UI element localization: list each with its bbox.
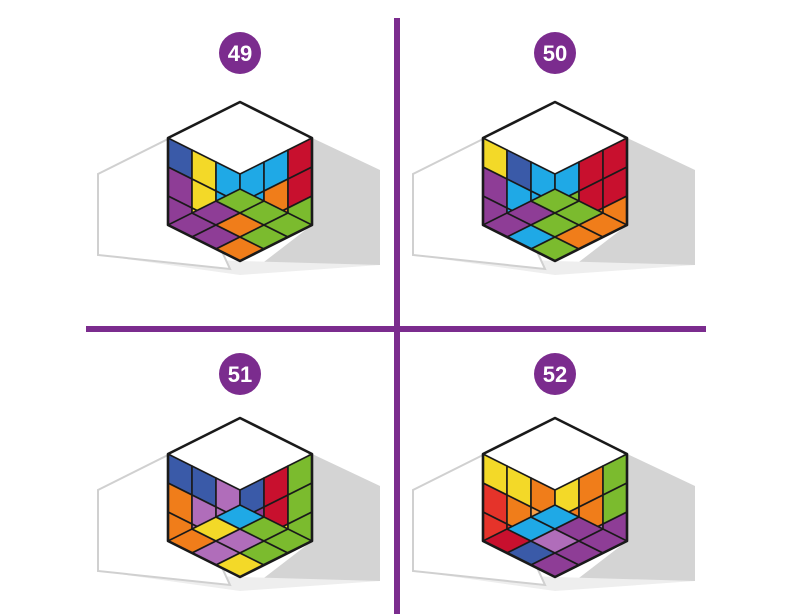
shadow-right-wall — [260, 452, 380, 581]
shadow-right-wall — [260, 136, 380, 265]
puzzle-number-badge — [219, 353, 261, 395]
puzzle-number-badge — [534, 353, 576, 395]
cube-outline — [166, 100, 314, 263]
puzzle-51: 51 — [97, 353, 380, 591]
puzzle-number-badge — [219, 32, 261, 74]
puzzle-number-label: 49 — [228, 41, 252, 66]
puzzle-49: 49 — [97, 32, 380, 275]
puzzle-number-badge — [534, 32, 576, 74]
puzzle-52: 52 — [412, 353, 695, 591]
shadow-right-wall — [575, 452, 695, 581]
shadow-right-wall — [575, 136, 695, 265]
puzzle-number-label: 51 — [228, 362, 252, 387]
puzzle-50: 50 — [412, 32, 695, 275]
cube-outline — [481, 100, 629, 263]
cube-outline — [166, 416, 314, 579]
cube-outline — [481, 416, 629, 579]
puzzle-number-label: 52 — [543, 362, 567, 387]
puzzle-number-label: 50 — [543, 41, 567, 66]
